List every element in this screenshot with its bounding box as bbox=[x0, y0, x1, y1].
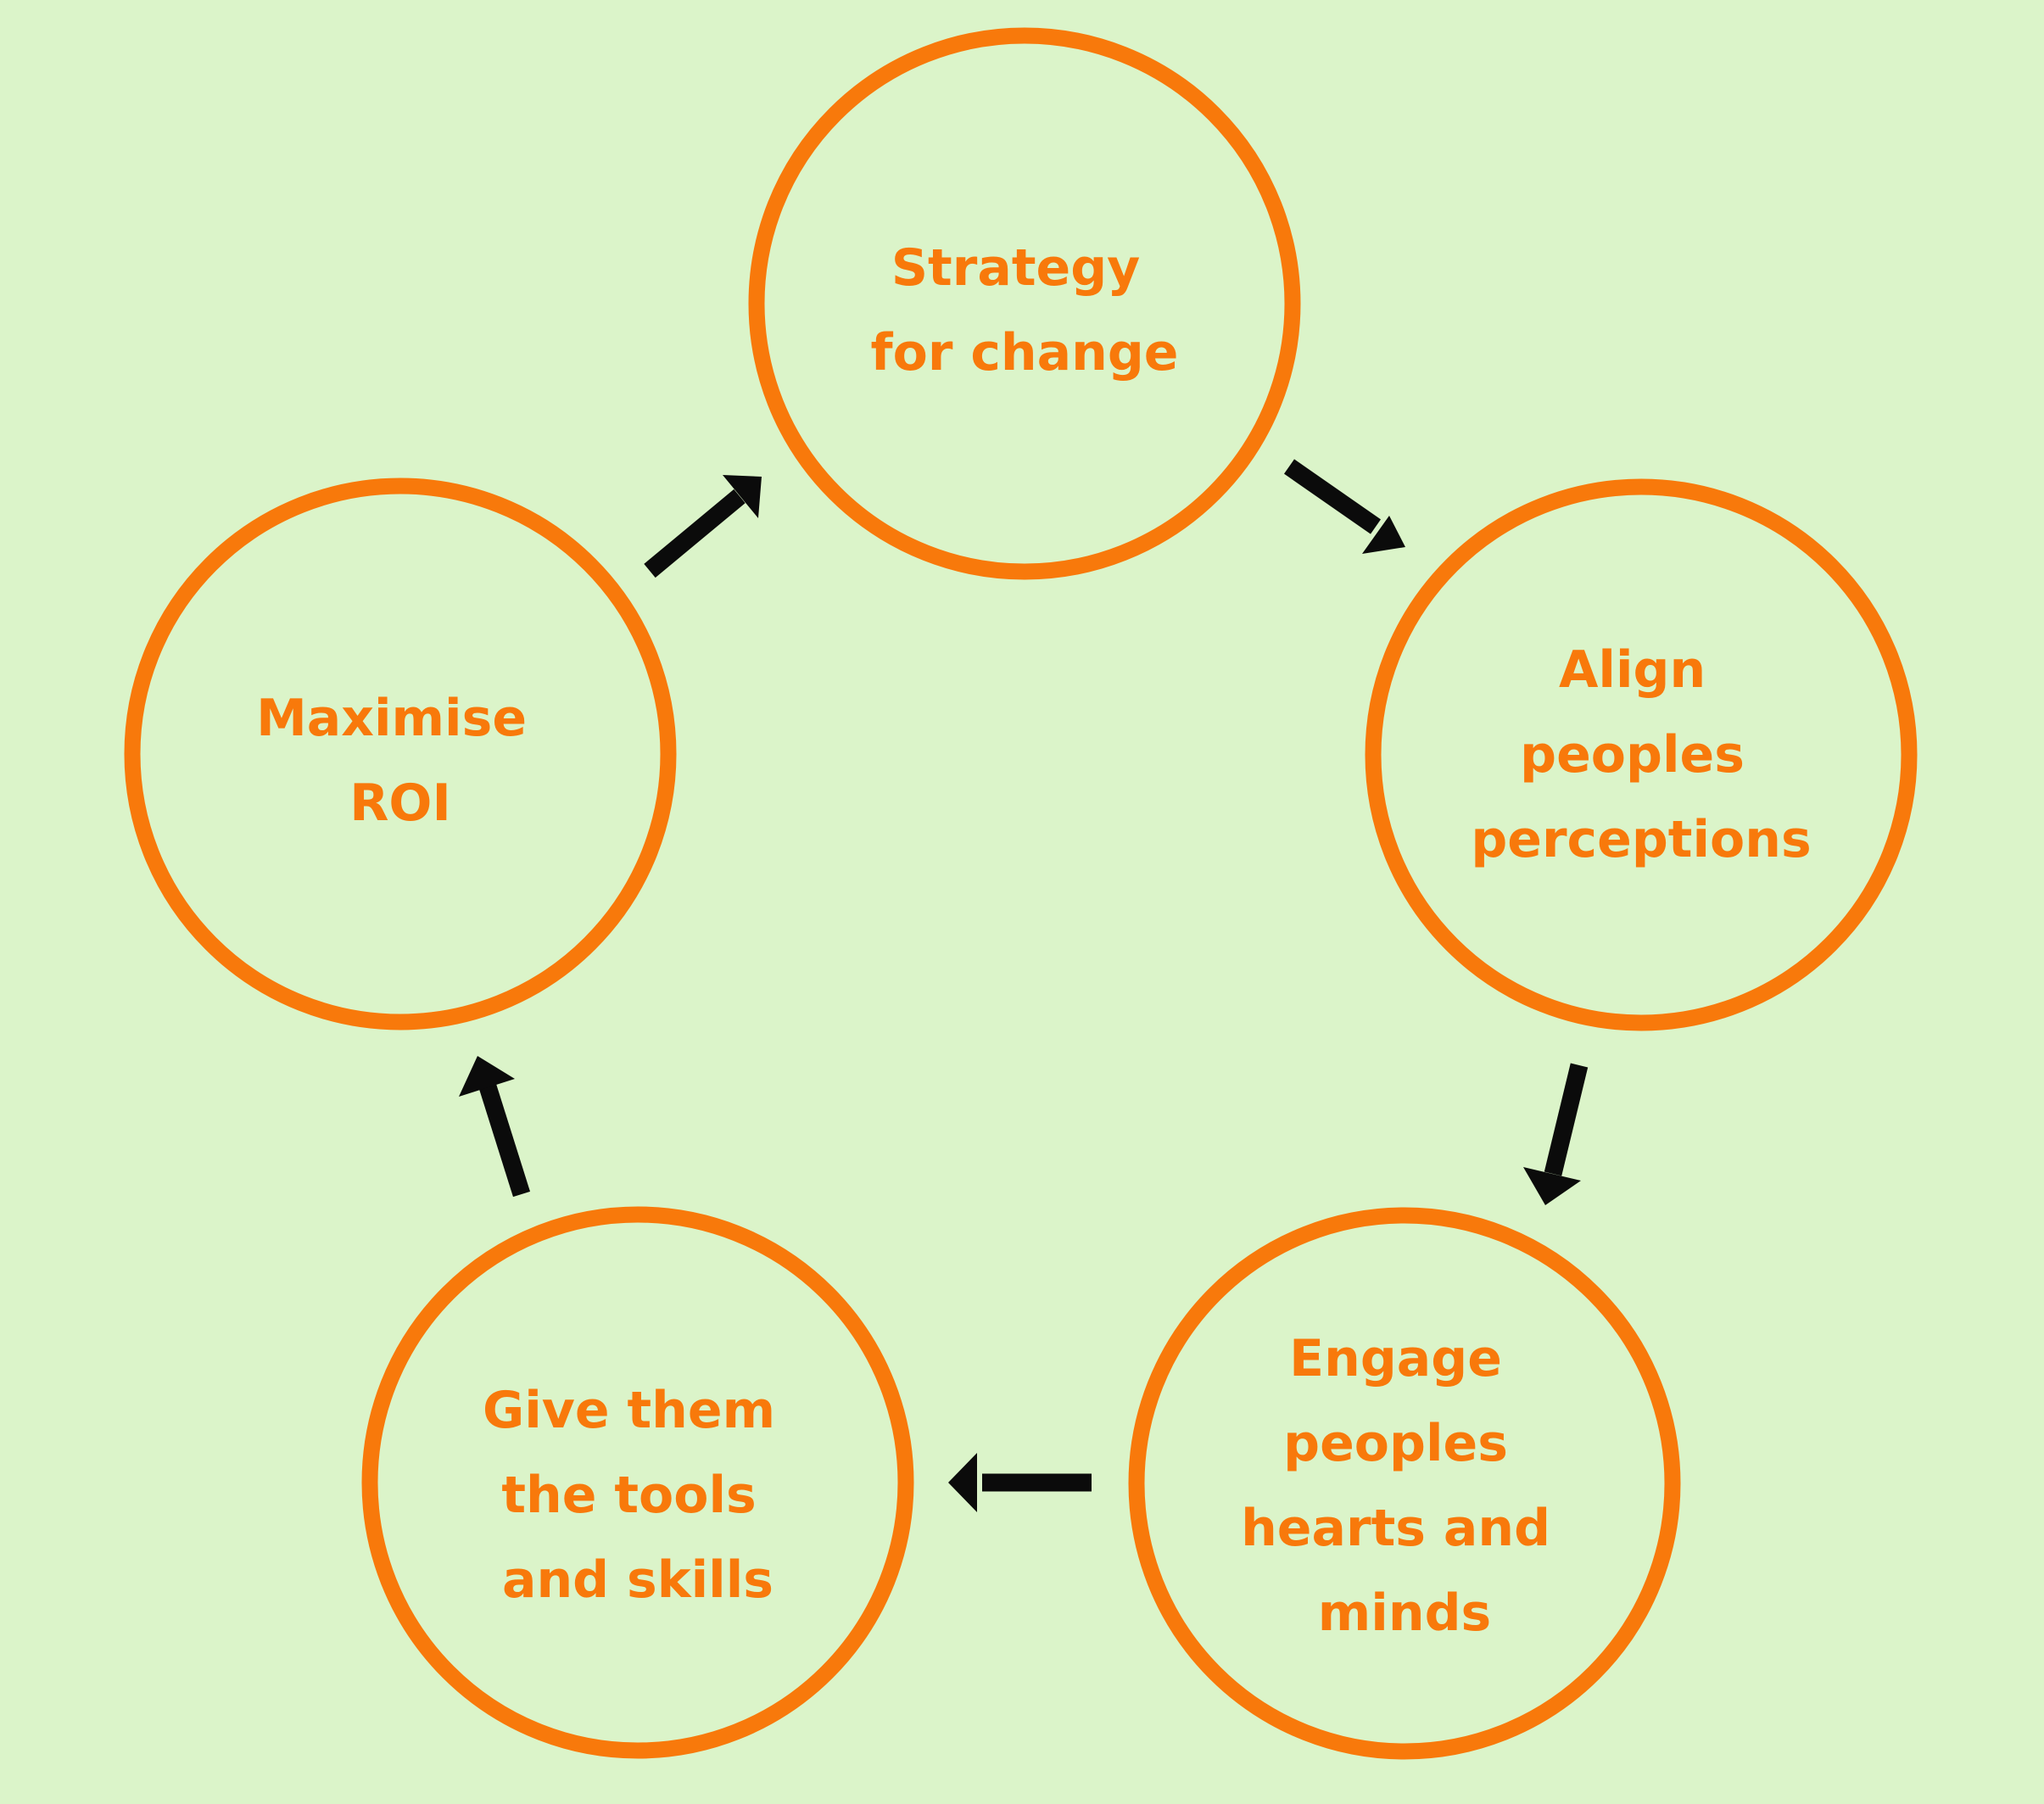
node-align: Align peoples perceptions bbox=[1365, 478, 1918, 1031]
node-tools: Give them the tools and skills bbox=[361, 1206, 914, 1759]
node-engage: Engage peoples hearts and minds bbox=[1128, 1207, 1681, 1760]
node-engage-line-1: Engage bbox=[1289, 1329, 1502, 1388]
node-strategy: Strategy for change bbox=[748, 27, 1301, 580]
node-tools-ring bbox=[361, 1206, 914, 1759]
arrow-roi-to-strategy bbox=[644, 475, 762, 578]
arrow-align-to-engage-shaft bbox=[1544, 1063, 1589, 1176]
node-align-line-3: perceptions bbox=[1471, 810, 1811, 869]
arrow-roi-to-strategy-shaft bbox=[644, 489, 746, 578]
node-tools-line-3: and skills bbox=[502, 1550, 773, 1610]
node-roi-label: Maximise ROI bbox=[256, 689, 545, 833]
node-roi: Maximise ROI bbox=[124, 478, 677, 1030]
node-engage-ring bbox=[1128, 1207, 1681, 1760]
arrow-strategy-to-align-head bbox=[1362, 516, 1405, 554]
node-strategy-line-1: Strategy bbox=[891, 238, 1140, 298]
node-align-line-2: peoples bbox=[1520, 725, 1745, 785]
arrow-align-to-engage bbox=[1523, 1063, 1589, 1205]
arrow-align-to-engage-head bbox=[1523, 1167, 1581, 1205]
node-engage-label: Engage peoples hearts and minds bbox=[1241, 1329, 1568, 1643]
node-align-ring bbox=[1365, 478, 1918, 1031]
node-engage-line-2: peoples bbox=[1283, 1414, 1508, 1473]
node-strategy-ring bbox=[748, 27, 1301, 580]
node-strategy-line-2: for change bbox=[871, 323, 1179, 383]
node-tools-line-2: the tools bbox=[501, 1466, 756, 1525]
node-strategy-label: Strategy for change bbox=[871, 238, 1179, 383]
node-roi-line-2: ROI bbox=[349, 774, 451, 833]
node-roi-ring bbox=[124, 478, 677, 1030]
arrow-strategy-to-align bbox=[1284, 459, 1405, 554]
node-tools-label: Give them the tools and skills bbox=[483, 1381, 793, 1610]
node-align-label: Align peoples perceptions bbox=[1471, 640, 1811, 869]
node-align-line-1: Align bbox=[1559, 640, 1706, 700]
arrow-roi-to-strategy-head bbox=[723, 475, 762, 518]
node-engage-line-4: minds bbox=[1318, 1583, 1491, 1643]
node-engage-line-3: hearts and bbox=[1241, 1499, 1550, 1558]
node-roi-line-1: Maximise bbox=[256, 689, 527, 748]
arrow-tools-to-roi-head bbox=[459, 1056, 515, 1097]
arrow-tools-to-roi-shaft bbox=[478, 1083, 531, 1198]
node-tools-line-1: Give them bbox=[483, 1381, 775, 1440]
arrow-engage-to-tools bbox=[948, 1453, 1092, 1512]
arrow-strategy-to-align-shaft bbox=[1284, 459, 1381, 534]
arrow-tools-to-roi bbox=[459, 1056, 531, 1198]
arrow-engage-to-tools-head bbox=[948, 1453, 977, 1512]
